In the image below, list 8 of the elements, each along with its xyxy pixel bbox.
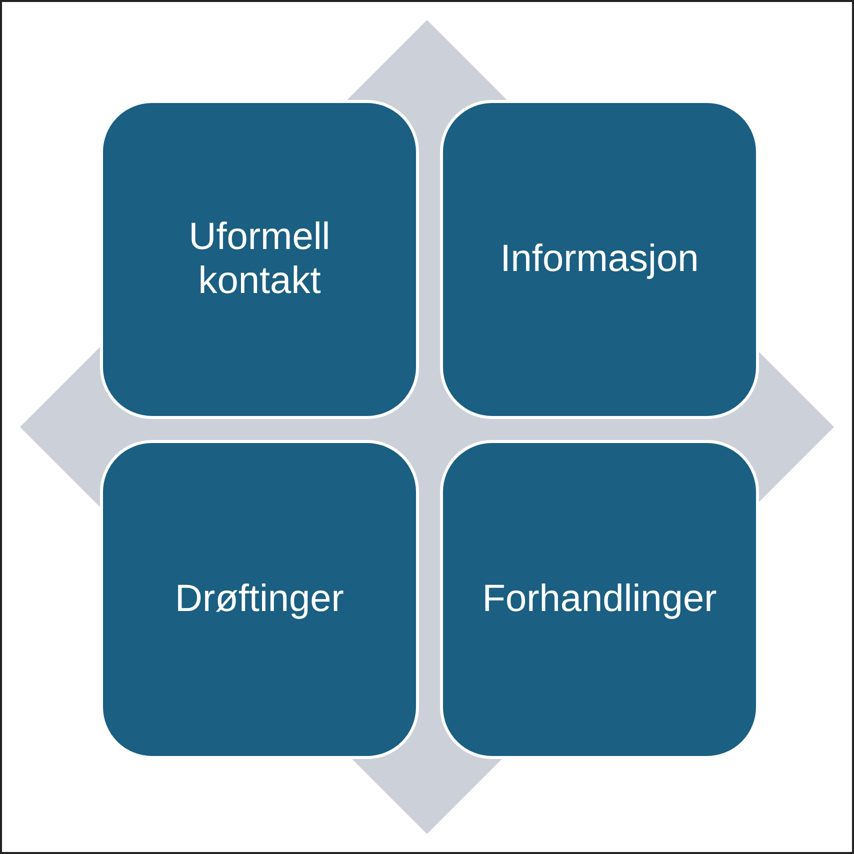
rounded-box [440,100,759,419]
rounded-box [100,100,419,419]
box-label: Informasjon [499,238,700,282]
rounded-box [100,440,419,759]
rounded-box [440,440,759,759]
box-label: Uformell kontakt [188,216,332,304]
box-label: Forhandlinger [481,578,718,622]
box-label: Drøftinger [174,578,345,622]
